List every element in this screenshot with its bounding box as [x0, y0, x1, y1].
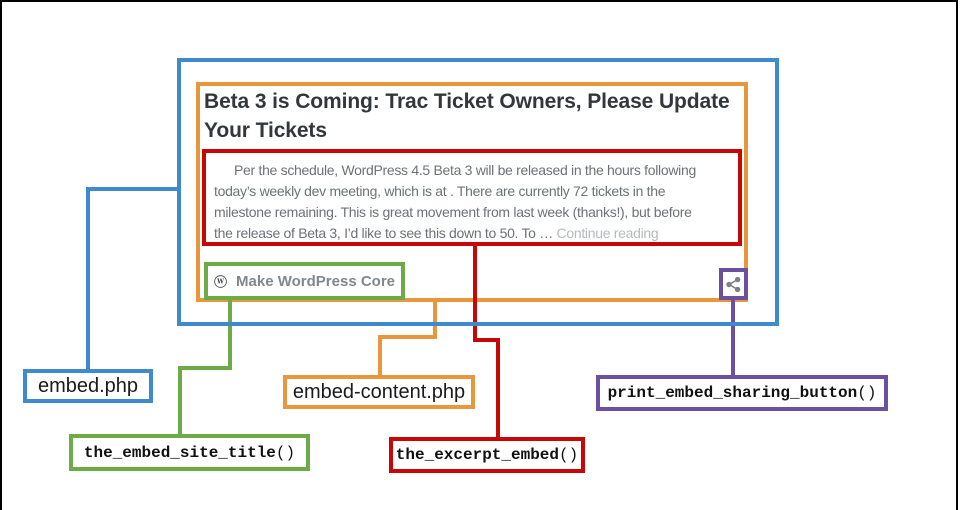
svg-text:W: W: [216, 278, 224, 285]
label-print-embed-sharing-button: print_embed_sharing_button(): [596, 375, 888, 411]
connector-site-title-vertical-top: [228, 298, 232, 370]
site-attribution[interactable]: W Make WordPress Core: [204, 262, 405, 300]
connector-embed-php-vertical: [86, 187, 90, 371]
label-embed-php-text: embed.php: [37, 374, 139, 397]
excerpt-line: milestone remaining. This is great movem…: [214, 204, 692, 220]
excerpt-text: Per the schedule, WordPress 4.5 Beta 3 w…: [206, 153, 738, 244]
wordpress-logo-icon: W: [214, 274, 227, 288]
embed-content-outline: [196, 82, 748, 302]
connector-embed-content-vertical-top: [433, 300, 437, 339]
connector-embed-content-horizontal: [378, 335, 437, 339]
excerpt-line: the release of Beta 3, I’d like to see t…: [214, 225, 659, 241]
excerpt-outline: Per the schedule, WordPress 4.5 Beta 3 w…: [202, 149, 742, 246]
label-print-embed-sharing-button-text: print_embed_sharing_button(): [607, 384, 877, 402]
continue-reading-link[interactable]: Continue reading: [552, 225, 659, 241]
connector-sharing-vertical: [731, 298, 735, 379]
connector-site-title-horizontal: [178, 366, 232, 370]
label-the-excerpt-embed: the_excerpt_embed(): [389, 437, 585, 473]
connector-excerpt-vertical-bottom: [496, 338, 500, 441]
share-button[interactable]: [719, 268, 748, 300]
label-the-embed-site-title: the_embed_site_title(): [69, 434, 310, 471]
label-embed-php: embed.php: [23, 369, 153, 403]
connector-embed-php-horizontal: [86, 187, 181, 191]
connector-excerpt-vertical-top: [473, 244, 477, 342]
embed-post-title[interactable]: Beta 3 is Coming: Trac Ticket Owners, Pl…: [204, 90, 730, 142]
excerpt-line: Per the schedule, WordPress 4.5 Beta 3 w…: [234, 162, 696, 178]
label-the-excerpt-embed-text: the_excerpt_embed(): [395, 446, 579, 464]
label-the-embed-site-title-text: the_embed_site_title(): [83, 443, 296, 462]
site-name-label: Make WordPress Core: [236, 272, 395, 290]
connector-excerpt-horizontal: [473, 338, 500, 342]
connector-site-title-vertical-bottom: [178, 366, 182, 438]
share-icon: [726, 276, 741, 292]
excerpt-line: today’s weekly dev meeting, which is at …: [214, 183, 666, 199]
label-embed-content-php-text: embed-content.php: [292, 380, 466, 403]
label-embed-content-php: embed-content.php: [283, 375, 475, 409]
connector-embed-content-vertical-bottom: [378, 335, 382, 379]
